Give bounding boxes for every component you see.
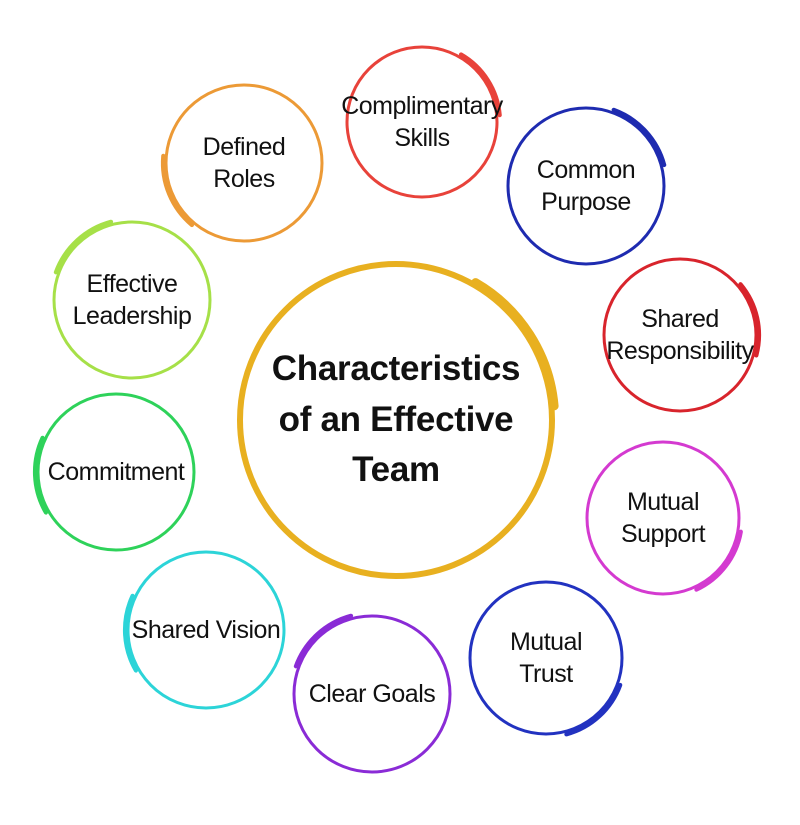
mutual-support-ring-stroke	[694, 529, 743, 592]
center-ring-stroke	[471, 278, 559, 411]
shared-vision-ring-stroke	[122, 593, 138, 673]
shared-responsibility-node: Shared Responsibility	[600, 259, 760, 411]
complimentary-skills-label: Complimentary Skills	[341, 91, 503, 153]
clear-goals-node: Clear Goals	[297, 616, 447, 772]
shared-vision-node: Shared Vision	[128, 552, 284, 708]
mutual-support-ring	[585, 440, 741, 596]
common-purpose-ring	[506, 106, 666, 266]
shared-responsibility-ring	[602, 257, 758, 413]
defined-roles-ring	[164, 83, 324, 243]
clear-goals-label: Clear Goals	[308, 679, 436, 708]
mutual-support-label: Mutual Support	[620, 487, 706, 549]
mutual-trust-ring	[468, 580, 624, 736]
center-label: Characteristics of an Effective Team	[271, 348, 521, 490]
mutual-support-node: Mutual Support	[588, 442, 738, 594]
effective-leadership-ring-stroke	[53, 219, 114, 275]
mutual-trust-ring-stroke	[564, 682, 623, 737]
center-node: Characteristics of an Effective Team	[246, 264, 546, 576]
commitment-ring-stroke	[32, 435, 48, 515]
shared-vision-label: Shared Vision	[131, 615, 281, 644]
commitment-label: Commitment	[47, 457, 185, 486]
complimentary-skills-ring-stroke	[458, 52, 502, 118]
mutual-trust-node: Mutual Trust	[471, 582, 621, 734]
rings-layer	[32, 45, 762, 774]
complimentary-skills-ring	[345, 45, 499, 199]
effective-leadership-label: Effective Leadership	[72, 269, 192, 331]
common-purpose-node: Common Purpose	[511, 108, 661, 264]
shared-responsibility-ring-stroke	[738, 282, 762, 358]
effective-leadership-node: Effective Leadership	[54, 222, 210, 378]
commitment-node: Commitment	[38, 394, 194, 550]
clear-goals-ring	[292, 614, 452, 774]
complimentary-skills-node: Complimentary Skills	[341, 47, 503, 197]
defined-roles-label: Defined Roles	[202, 132, 286, 194]
center-ring	[237, 261, 555, 579]
commitment-ring	[36, 392, 196, 552]
mutual-trust-label: Mutual Trust	[509, 627, 583, 689]
effective-leadership-ring	[52, 220, 212, 380]
shared-responsibility-label: Shared Responsibility	[606, 304, 754, 366]
defined-roles-ring-stroke	[160, 153, 194, 228]
shared-vision-ring	[126, 550, 286, 710]
defined-roles-node: Defined Roles	[169, 85, 319, 241]
common-purpose-ring-stroke	[611, 107, 667, 168]
clear-goals-ring-stroke	[293, 613, 354, 669]
common-purpose-label: Common Purpose	[536, 155, 636, 217]
